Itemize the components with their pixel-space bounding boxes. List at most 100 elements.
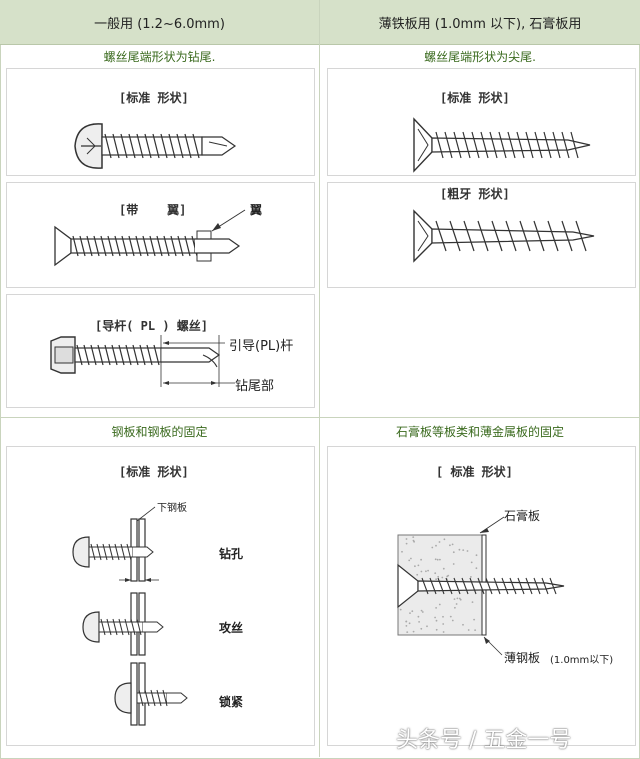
left-top-subtitle: 螺丝尾端形状为钻尾. — [103, 49, 216, 64]
thread-stroke — [435, 220, 447, 252]
gypsum-texture-dot — [405, 620, 408, 623]
thread-stroke — [90, 344, 97, 366]
thread-stroke — [163, 235, 170, 257]
panel-gypsum-fixing: [ 标准 形状] 石膏板 薄钢板 (1.0mm以下) — [327, 446, 636, 746]
thread-stroke — [498, 131, 507, 159]
gypsum-texture-dot — [417, 615, 420, 618]
thread-stroke — [107, 235, 114, 257]
thread-stroke — [106, 618, 112, 636]
panel-coarse-sharp: [粗牙 形状] — [327, 182, 636, 288]
thread-stroke — [525, 131, 534, 159]
gypsum-texture-dot — [462, 549, 465, 551]
gypsum-texture-dot — [474, 629, 476, 631]
gypsum-texture-dot — [435, 619, 438, 622]
gypsum-board-label: 石膏板 — [504, 509, 541, 523]
thread-stroke — [104, 133, 112, 159]
thin-sheet-note: (1.0mm以下) — [550, 655, 614, 666]
gypsum-texture-dot — [435, 628, 438, 631]
gypsum-texture-dot — [412, 539, 415, 542]
column-divider — [319, 0, 320, 757]
thread-stroke — [76, 344, 83, 366]
thread-stroke — [561, 131, 570, 159]
thread-stroke — [126, 543, 132, 561]
gypsum-texture-dot — [475, 567, 478, 570]
gypsum-texture-dot — [462, 623, 464, 626]
gypsum-texture-dot — [471, 601, 474, 603]
thread-stroke — [144, 689, 150, 707]
thread-stroke — [152, 133, 160, 159]
thread-stroke — [93, 235, 100, 257]
panel-label: [标准 形状] — [119, 91, 189, 105]
left-bottom-subtitle: 钢板和钢板的固定 — [111, 424, 208, 439]
thread-stroke — [112, 618, 118, 636]
lower-plate-label: 下钢板 — [157, 503, 187, 514]
thread-stroke — [150, 689, 156, 707]
thread-stroke — [124, 618, 130, 636]
gypsum-texture-dot — [453, 598, 456, 600]
thread-stroke — [491, 220, 503, 252]
gypsum-texture-dot — [449, 544, 451, 547]
panel-label: [标准 形状] — [119, 465, 189, 479]
thread-stroke — [509, 577, 517, 595]
thread-stroke — [184, 133, 192, 159]
gypsum-texture-dot — [437, 575, 440, 578]
gypsum-texture-dot — [401, 550, 403, 553]
header-left: 一般用 (1.2~6.0mm) — [0, 0, 319, 45]
thread-stroke — [444, 131, 453, 159]
gypsum-texture-dot — [458, 548, 461, 551]
thread-stroke — [547, 220, 559, 252]
panel-steel-fixing: [标准 形状] 下钢板 钻孔 攻丝 锁紧 — [6, 446, 315, 746]
panel-label: [带 翼] — [119, 203, 187, 217]
thread-stroke — [480, 131, 489, 159]
thread-stroke — [96, 543, 102, 561]
thread-stroke — [543, 131, 552, 159]
thread-stroke — [136, 133, 144, 159]
panel-label: [粗牙 形状] — [440, 187, 510, 201]
thread-stroke — [128, 133, 136, 159]
gypsum-texture-dot — [467, 629, 470, 631]
thread-stroke — [493, 577, 501, 595]
gypsum-texture-dot — [451, 543, 454, 546]
thread-stroke — [97, 344, 104, 366]
steel-fixing-steps-diagram — [72, 506, 188, 726]
thread-stroke — [507, 131, 516, 159]
thread-stroke — [477, 220, 489, 252]
gypsum-texture-dot — [405, 625, 408, 627]
pilot-callout: 引导(PL)杆 — [229, 339, 294, 354]
winged-screw-icon — [54, 209, 246, 267]
thread-stroke — [533, 577, 541, 595]
gypsum-texture-dot — [436, 558, 439, 561]
thread-stroke — [435, 131, 444, 159]
gypsum-texture-dot — [470, 576, 472, 578]
gypsum-texture-dot — [416, 573, 419, 576]
thread-stroke — [561, 220, 573, 252]
gypsum-texture-dot — [438, 603, 441, 606]
thread-stroke — [128, 235, 135, 257]
thread-stroke — [469, 577, 477, 595]
thread-stroke — [462, 131, 471, 159]
gypsum-texture-dot — [466, 550, 469, 552]
thread-stroke — [142, 235, 149, 257]
thread-stroke — [453, 577, 461, 595]
gypsum-texture-dot — [452, 551, 455, 554]
thread-stroke — [104, 344, 111, 366]
thread-stroke — [176, 133, 184, 159]
thread-stroke — [111, 344, 118, 366]
gypsum-texture-dot — [412, 630, 415, 633]
thread-stroke — [125, 344, 132, 366]
thread-stroke — [489, 131, 498, 159]
step-lock-label: 锁紧 — [219, 695, 244, 709]
thread-stroke — [156, 689, 162, 707]
gypsum-texture-dot — [399, 608, 402, 611]
gypsum-texture-dot — [442, 623, 445, 625]
thread-stroke — [132, 344, 139, 366]
gypsum-texture-dot — [441, 576, 444, 579]
drill-tail-callout: 钻尾部 — [235, 379, 275, 394]
thread-stroke — [162, 689, 168, 707]
pilot-screw-hex-head-icon — [50, 335, 235, 387]
thread-stroke — [168, 133, 176, 159]
thread-stroke — [146, 344, 153, 366]
thread-stroke — [575, 220, 587, 252]
gypsum-texture-dot — [418, 621, 420, 623]
gypsum-texture-dot — [449, 615, 452, 618]
